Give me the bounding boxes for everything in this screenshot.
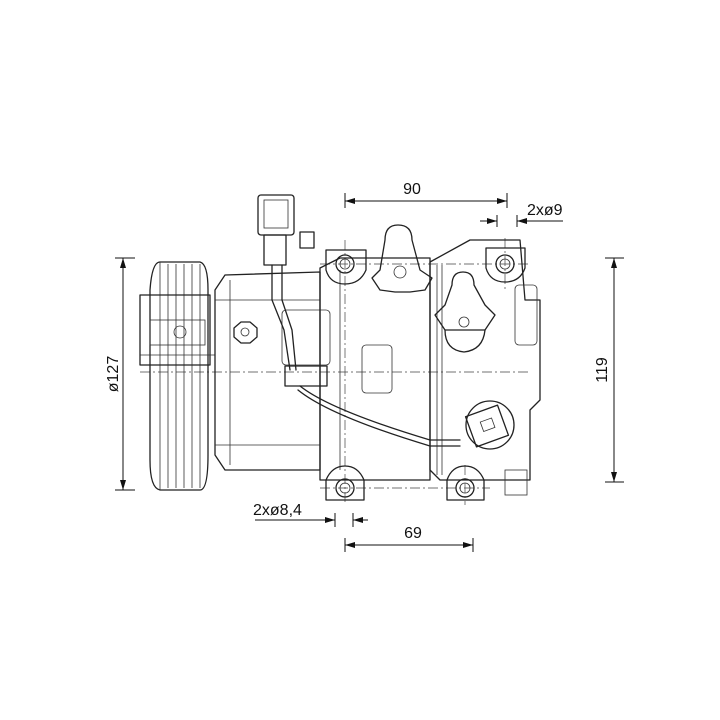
dimension-bottom-hole: 2xø8,4 (253, 502, 368, 527)
center-lines (140, 238, 530, 505)
dimension-label-height: 119 (594, 357, 611, 383)
pressure-sensor (464, 400, 515, 450)
dimension-pulley-diameter: ø127 (105, 257, 135, 491)
dimension-69: 69 (344, 525, 474, 552)
dimension-label-bottom-hole: 2xø8,4 (253, 502, 302, 519)
mounting-ears (325, 247, 526, 501)
dimension-label-69: 69 (404, 525, 422, 542)
dimension-height: 119 (594, 257, 624, 483)
pulley (139, 261, 215, 491)
dimension-label-90: 90 (403, 181, 421, 198)
dimension-90: 90 (344, 181, 508, 208)
dimension-label-pulley: ø127 (105, 356, 122, 393)
dimension-top-hole: 2xø9 (480, 202, 563, 227)
electrical-connector (257, 194, 461, 447)
dimension-label-top-hole: 2xø9 (527, 202, 563, 219)
